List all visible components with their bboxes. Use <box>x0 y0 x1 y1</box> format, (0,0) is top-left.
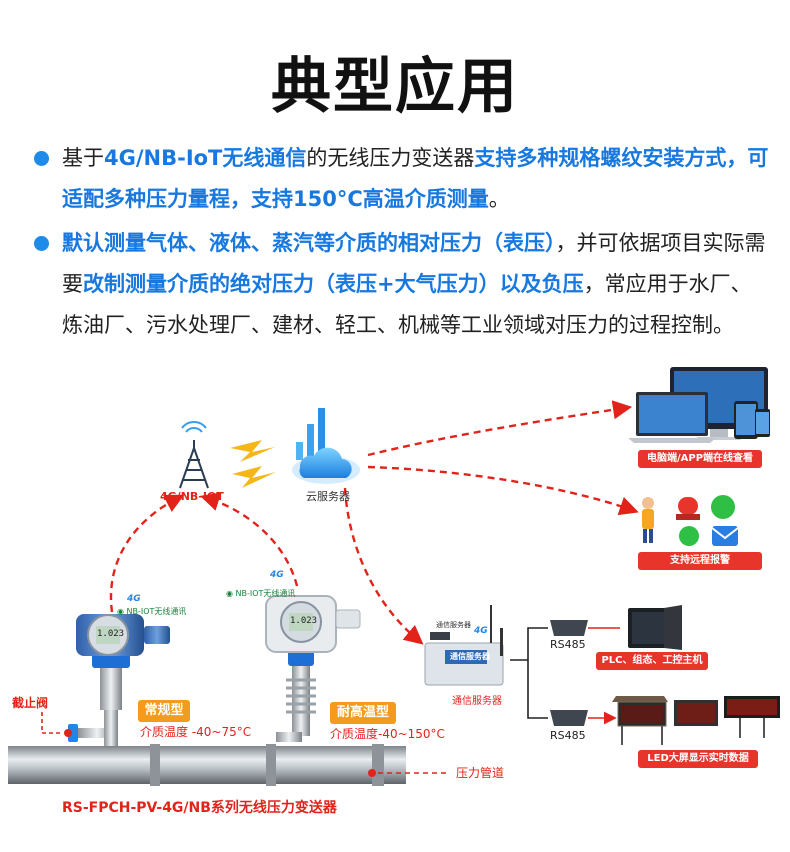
gateway-top-label: 通信服务器 <box>436 621 471 629</box>
p2-highlight-1: 默认测量气体、液体、蒸汽等介质的相对压力（表压） <box>62 231 556 255</box>
rs485-label-1: RS485 <box>550 638 586 651</box>
db9-connector-icon <box>550 620 588 726</box>
cloud-server-icon <box>292 408 360 484</box>
valve-callout <box>41 712 62 734</box>
pressure-pipe <box>8 744 406 786</box>
devices-display-icon <box>628 367 770 443</box>
sensor1-4g-tag: 4G <box>127 594 141 604</box>
p1-text-3: 。 <box>488 187 510 211</box>
p1-highlight-2: 支持多种规格螺纹安装方式，可适配多种压力量程，支持150°C高温介质测量 <box>62 146 769 211</box>
bullet-dot-icon <box>34 236 49 251</box>
globe-icon: ◉ <box>117 607 124 616</box>
type-high-temp-tag: 耐高温型 <box>330 702 396 724</box>
bullet-1: 基于4G/NB-IoT无线通信的无线压力变送器支持多种规格螺纹安装方式，可适配多… <box>30 138 770 220</box>
plc-tag: PLC、组态、工控主机 <box>596 652 708 670</box>
link-cloud-pc <box>367 400 633 457</box>
led-tag: LED大屏显示实时数据 <box>638 750 758 768</box>
p2-text-2: ，常应用于水厂、炼油厂、污水处理厂、建材、轻工、机械等工业领域对压力的过程控制。 <box>62 272 752 337</box>
temp-normal-label: 介质温度 -40~75°C <box>140 725 252 739</box>
bullet-dot-icon <box>34 151 49 166</box>
sensor2-4g-tag: 4G <box>270 570 284 580</box>
cloud-label: 云服务器 <box>306 490 350 503</box>
rs485-label-2: RS485 <box>550 729 586 742</box>
transmitter-normal-icon <box>76 614 170 710</box>
tower-label: 4G/NB-IOT <box>160 490 224 503</box>
led-screen-icon <box>612 696 780 745</box>
p1-highlight-1: 4G/NB-IoT无线通信 <box>104 146 307 170</box>
nb-label-text-2: NB-IOT无线通讯 <box>235 589 296 598</box>
gateway-panel-label: 通信服务器 <box>450 652 490 661</box>
description-list: 基于4G/NB-IoT无线通信的无线压力变送器支持多种规格螺纹安装方式，可适配多… <box>30 138 770 346</box>
link-cloud-alarm <box>367 465 639 516</box>
type-normal-tag: 常规型 <box>138 700 190 722</box>
remote-alarm-tag: 支持远程报警 <box>638 552 762 570</box>
p2-text-1: ，并可依据项目实际需要 <box>62 231 766 296</box>
p1-text-2: 的无线压力变送器 <box>306 146 475 170</box>
industrial-monitor-icon <box>628 605 682 650</box>
pc-view-tag: 电脑端/APP端在线查看 <box>638 450 762 468</box>
lcd-value-2: 1.023 <box>290 616 318 626</box>
nb-label-text-1: NB-IOT无线通讯 <box>126 607 187 616</box>
product-name: RS-FPCH-PV-4G/NB系列无线压力变送器 <box>62 800 337 816</box>
link-sensor2-tower <box>200 492 299 587</box>
connection-lines <box>109 400 639 645</box>
gateway-device-icon <box>424 605 504 686</box>
nb-label-2: ◉ NB-IOT无线通讯 <box>226 588 295 599</box>
bullet-2: 默认测量气体、液体、蒸汽等介质的相对压力（表压），并可依据项目实际需要改制测量介… <box>30 223 770 346</box>
valve-label: 截止阀 <box>12 696 49 710</box>
gateway-caption: 通信服务器 <box>452 696 502 707</box>
transmitter-high-temp-icon <box>265 595 361 742</box>
signal-tower-icon <box>179 421 209 489</box>
globe-icon: ◉ <box>226 589 233 598</box>
gateway-wiring <box>510 627 620 718</box>
pipe-label: 压力管道 <box>456 766 505 780</box>
p1-text-1: 基于 <box>62 146 104 170</box>
valve-icon <box>64 708 118 746</box>
alarm-icons <box>642 495 739 546</box>
lcd-value-1: 1.023 <box>97 629 125 639</box>
p2-highlight-2: 改制测量介质的绝对压力（表压+大气压力）以及负压 <box>83 272 584 296</box>
lightning-icon <box>230 440 276 488</box>
page-title: 典型应用 <box>271 52 519 122</box>
nb-label-1: ◉ NB-IOT无线通讯 <box>117 606 186 617</box>
temp-high-label: 介质温度-40~150°C <box>330 727 445 741</box>
link-sensor1-tower <box>109 494 185 613</box>
gateway-4g-tag: 4G <box>474 626 488 636</box>
